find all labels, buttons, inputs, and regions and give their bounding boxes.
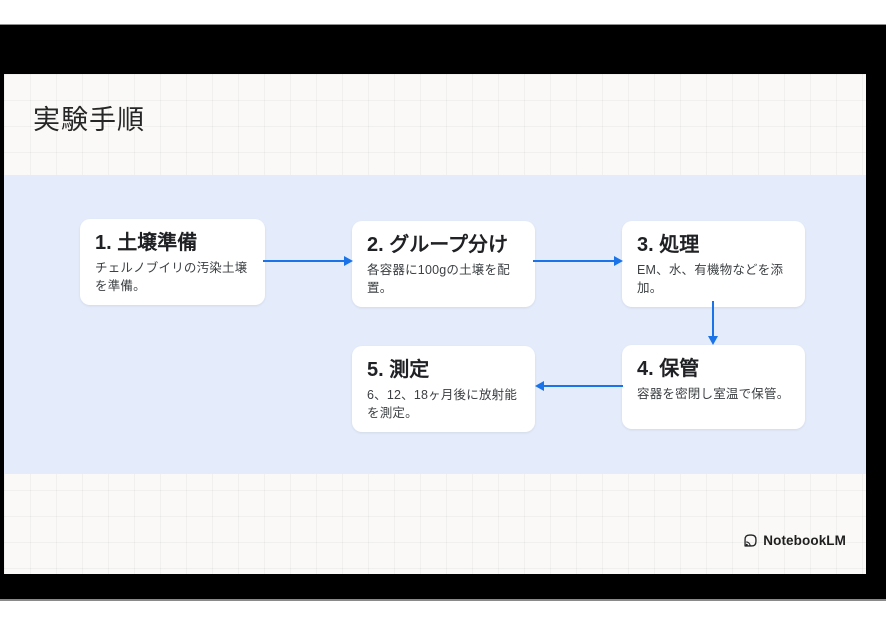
- step-card-1: 1. 土壌準備 チェルノブイリの汚染土壌を準備。: [80, 219, 265, 306]
- notebooklm-logo-text: NotebookLM: [763, 533, 846, 548]
- arrow-step3-to-step4-icon: [708, 301, 718, 345]
- step-card-3: 3. 処理 EM、水、有機物などを添加。: [622, 221, 805, 308]
- step-2-description: 各容器に100gの土壌を配置。: [367, 263, 510, 296]
- step-4-description: 容器を密閉し室温で保管。: [637, 387, 790, 401]
- step-4-heading: 4. 保管: [637, 358, 700, 380]
- slide-canvas: 実験手順 1. 土壌準備 チェルノブイリの汚染土壌を準備。 2. グループ分け …: [4, 74, 866, 574]
- step-5-heading: 5. 測定: [367, 359, 430, 381]
- notebooklm-logo-icon: [744, 534, 757, 547]
- arrow-step2-to-step3-icon: [533, 256, 623, 266]
- arrow-step4-to-step5-icon: [535, 381, 623, 391]
- step-5-description: 6、12、18ヶ月後に放射能を測定。: [367, 388, 518, 421]
- notebooklm-branding: NotebookLM: [743, 533, 846, 548]
- step-3-description: EM、水、有機物などを添加。: [637, 263, 784, 296]
- step-1-description: チェルノブイリの汚染土壌を準備。: [95, 261, 248, 294]
- step-card-2: 2. グループ分け 各容器に100gの土壌を配置。: [352, 221, 535, 308]
- step-3-heading: 3. 処理: [637, 234, 700, 256]
- video-letterbox-frame: 実験手順 1. 土壌準備 チェルノブイリの汚染土壌を準備。 2. グループ分け …: [0, 24, 886, 601]
- arrow-step1-to-step2-icon: [263, 256, 353, 266]
- slide-title: 実験手順: [33, 105, 145, 135]
- step-1-heading: 1. 土壌準備: [95, 232, 198, 254]
- step-card-4: 4. 保管 容器を密閉し室温で保管。: [622, 345, 805, 429]
- step-card-5: 5. 測定 6、12、18ヶ月後に放射能を測定。: [352, 346, 535, 433]
- step-2-heading: 2. グループ分け: [367, 234, 509, 256]
